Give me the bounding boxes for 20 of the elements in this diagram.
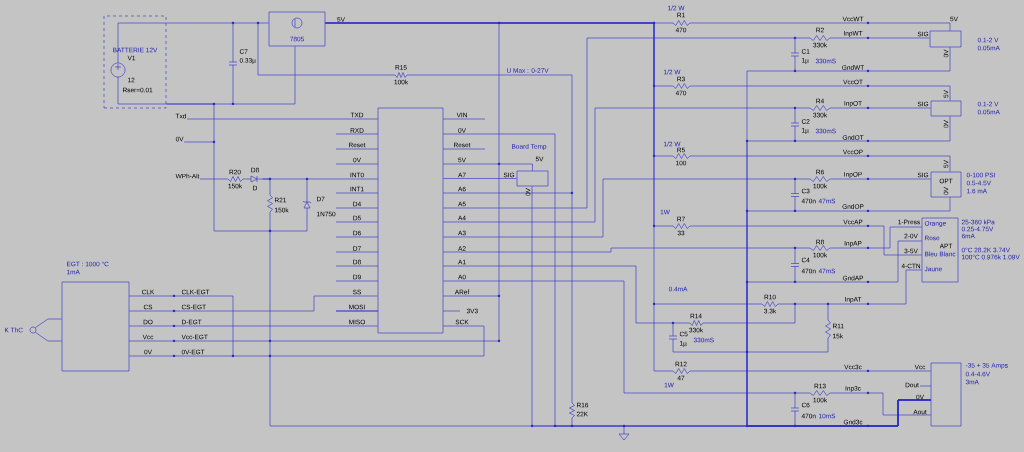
microcontroller-box	[377, 107, 444, 334]
wire	[443, 178, 517, 179]
wire	[129, 325, 378, 327]
wire	[443, 280, 931, 416]
wire	[166, 103, 215, 143]
wire	[261, 178, 378, 180]
wire	[443, 176, 931, 238]
wire	[166, 22, 269, 24]
wire	[35, 318, 62, 328]
wire	[129, 325, 485, 357]
wire	[129, 295, 378, 312]
wire	[186, 118, 378, 120]
wire	[443, 105, 931, 223]
wire	[443, 226, 922, 253]
wire	[325, 22, 922, 256]
wire	[443, 265, 922, 326]
wire	[35, 332, 62, 342]
wire	[443, 163, 533, 171]
wire	[443, 35, 930, 209]
wire	[199, 176, 247, 182]
